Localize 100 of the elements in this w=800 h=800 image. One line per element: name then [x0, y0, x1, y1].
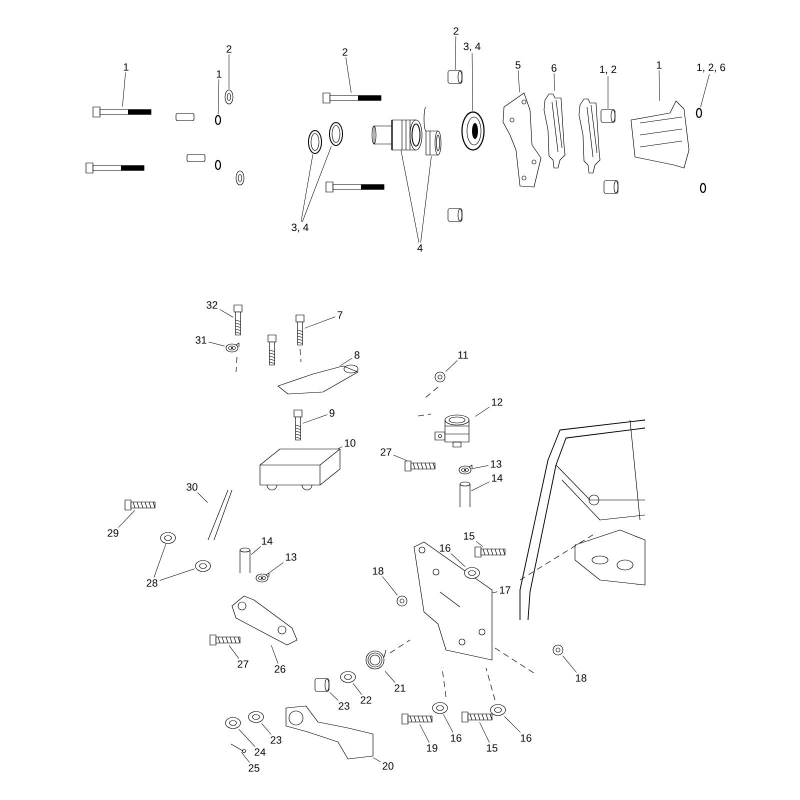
callout-number: 27	[380, 448, 392, 456]
callout-number: 22	[360, 696, 372, 704]
brake-pad-drawing	[544, 94, 566, 168]
leader-line	[118, 510, 136, 528]
washer-drawing	[490, 704, 506, 716]
leader-line	[450, 553, 466, 567]
washer-drawing	[225, 717, 241, 729]
leader-line	[159, 568, 195, 581]
washer-drawing	[340, 671, 356, 683]
leader-line	[340, 358, 353, 366]
ring-drawing	[696, 108, 702, 118]
bolt-drawing	[296, 314, 304, 346]
callout-number: 21	[394, 684, 406, 692]
nut-drawing	[552, 644, 564, 656]
leader-line	[518, 70, 520, 92]
leader-line	[382, 576, 398, 596]
bushing-drawing	[424, 106, 442, 156]
plate-drawing	[414, 542, 492, 660]
callout-number: 19	[426, 744, 438, 752]
washer-drawing	[432, 702, 448, 714]
bracket-drawing	[502, 92, 542, 188]
leader-line	[302, 146, 332, 222]
callout-number: 14	[262, 537, 273, 545]
callout-number: 23	[338, 702, 350, 710]
leader-line	[329, 692, 338, 701]
callout-number: 6	[552, 64, 556, 72]
leader-line	[197, 492, 208, 503]
callout-number: 30	[186, 483, 198, 491]
callout-number: 2	[454, 27, 458, 35]
leader-line	[218, 79, 220, 114]
callout-number: 15	[486, 744, 498, 752]
clamp-drawing	[226, 342, 240, 352]
reservoir-drawing	[434, 414, 470, 448]
callout-number: 25	[248, 764, 260, 772]
callout-number: 1, 2	[600, 66, 616, 74]
bolt-drawing	[322, 92, 382, 104]
leader-line	[475, 406, 490, 417]
leader-line	[346, 57, 352, 93]
piston-drawing	[372, 120, 422, 150]
hose-drawing	[240, 548, 250, 574]
leader-line	[471, 482, 490, 492]
callout-number: 28	[146, 579, 158, 587]
callout-number: 5	[516, 61, 520, 69]
callout-number: 1	[124, 63, 128, 71]
leader-line	[476, 541, 484, 547]
leader-line	[472, 52, 474, 111]
caliper-drawing	[630, 100, 690, 168]
leader-line	[228, 645, 240, 659]
leader-line	[238, 729, 256, 747]
callout-number: 29	[108, 529, 118, 537]
washer-drawing	[224, 90, 234, 104]
callout-number: 2	[226, 45, 232, 53]
bushing-drawing	[600, 109, 616, 123]
leader-line	[228, 54, 230, 90]
callout-number: 18	[372, 567, 384, 575]
clamp-drawing	[256, 572, 270, 582]
leader-line	[352, 683, 362, 695]
leader-line	[400, 150, 420, 243]
leader-line	[271, 645, 278, 664]
clamp-drawing	[458, 464, 472, 474]
bolt-drawing	[474, 546, 506, 558]
callout-number: 20	[382, 762, 394, 770]
clamp-drawing	[278, 364, 358, 394]
callout-number: 32	[206, 301, 218, 309]
callout-number: 16	[450, 734, 462, 742]
leader-line	[261, 723, 272, 735]
leader-line	[251, 546, 261, 555]
leader-line	[302, 414, 328, 424]
callout-number: 16	[520, 734, 532, 742]
leader-line	[384, 671, 396, 683]
leader-line	[373, 757, 381, 762]
callout-number: 18	[576, 674, 586, 682]
leader-line	[420, 724, 430, 743]
bolt-drawing	[462, 712, 492, 722]
bolt-drawing	[404, 460, 436, 472]
callout-number: 13	[490, 460, 502, 468]
bolt-drawing	[234, 304, 242, 336]
callout-number: 12	[492, 398, 502, 406]
leader-line	[504, 716, 521, 733]
callout-number: 26	[274, 665, 286, 673]
washer-drawing	[195, 560, 211, 572]
callout-number: 17	[500, 586, 510, 594]
leader-line	[554, 73, 555, 91]
callout-number: 23	[270, 736, 282, 744]
leader-line	[304, 316, 336, 328]
block-drawing	[260, 448, 340, 490]
bolt-drawing	[92, 106, 152, 118]
ring-drawing	[214, 114, 222, 126]
callout-number: 3, 4	[464, 42, 480, 52]
callout-number: 10	[344, 439, 356, 447]
leader-line	[122, 72, 126, 107]
callout-number: 7	[338, 311, 342, 319]
leader-line	[658, 70, 660, 101]
callout-number: 31	[196, 336, 206, 344]
pin-drawing	[230, 744, 246, 753]
callout-number: 4	[417, 244, 423, 252]
callout-number: 16	[440, 544, 450, 552]
leader-line	[443, 714, 454, 733]
callout-number: 27	[238, 660, 248, 668]
washer-drawing	[464, 567, 480, 579]
